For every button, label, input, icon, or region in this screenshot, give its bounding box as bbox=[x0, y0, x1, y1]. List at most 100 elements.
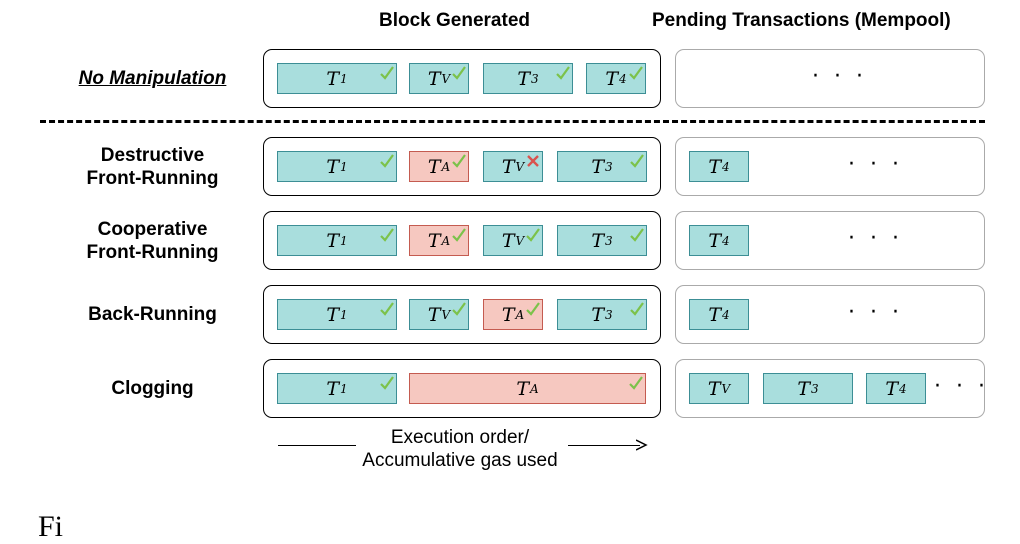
check-icon bbox=[630, 302, 644, 316]
transaction-symbol: T bbox=[501, 303, 515, 326]
scenario-label-text: Clogging bbox=[111, 377, 193, 400]
transaction-symbol: T bbox=[427, 155, 441, 178]
check-icon bbox=[630, 154, 644, 168]
transaction-subscript: V bbox=[515, 233, 525, 248]
scenario-label-line: Cooperative bbox=[97, 218, 208, 240]
check-icon bbox=[629, 376, 643, 390]
check-icon bbox=[526, 228, 540, 242]
transaction-symbol: T bbox=[501, 155, 515, 178]
scenario-label: No Manipulation bbox=[40, 49, 265, 108]
mempool-ellipsis: · · · bbox=[848, 152, 903, 177]
transaction-symbol: T bbox=[427, 303, 441, 326]
transaction-subscript: 4 bbox=[619, 71, 627, 86]
transaction-symbol: T bbox=[885, 377, 899, 400]
check-icon bbox=[380, 228, 394, 242]
mempool-ellipsis: · · · bbox=[848, 226, 903, 251]
check-icon bbox=[380, 376, 394, 390]
transaction-symbol: T bbox=[326, 229, 340, 252]
axis-label-line-2: Accumulative gas used bbox=[362, 450, 558, 471]
axis-label: Execution order/ Accumulative gas used bbox=[330, 426, 590, 472]
transaction-subscript: 1 bbox=[340, 159, 348, 174]
transaction-subscript: 3 bbox=[531, 71, 539, 86]
scenario-label-text: Back-Running bbox=[88, 303, 217, 326]
check-icon bbox=[629, 66, 643, 80]
transaction-symbol: T bbox=[326, 67, 340, 90]
transaction-subscript: A bbox=[441, 233, 451, 248]
transaction-subscript: V bbox=[441, 71, 451, 86]
check-icon bbox=[380, 154, 394, 168]
check-icon bbox=[452, 228, 466, 242]
transaction-symbol: T bbox=[591, 229, 605, 252]
mempool-container bbox=[675, 49, 985, 108]
transaction-subscript: 1 bbox=[340, 307, 348, 322]
transaction-subscript: 3 bbox=[605, 233, 613, 248]
transaction-symbol: T bbox=[605, 67, 619, 90]
transaction-subscript: A bbox=[515, 307, 525, 322]
check-icon bbox=[452, 302, 466, 316]
pending-transactions-header: Pending Transactions (Mempool) bbox=[652, 10, 951, 31]
axis-arrowhead-icon bbox=[636, 439, 648, 451]
transaction-symbol: T bbox=[427, 67, 441, 90]
transaction-symbol: T bbox=[591, 155, 605, 178]
transaction-symbol: T bbox=[427, 229, 441, 252]
block-container bbox=[263, 137, 661, 196]
transaction-subscript: 3 bbox=[605, 159, 613, 174]
check-icon bbox=[630, 228, 644, 242]
cross-icon bbox=[527, 155, 539, 167]
transaction-subscript: A bbox=[441, 159, 451, 174]
mempool-ellipsis: · · · bbox=[934, 374, 989, 399]
transaction-subscript: V bbox=[515, 159, 525, 174]
transaction-symbol: T bbox=[797, 377, 811, 400]
transaction-subscript: 1 bbox=[340, 71, 348, 86]
check-icon bbox=[380, 66, 394, 80]
mempool-ellipsis: · · · bbox=[812, 64, 867, 89]
transaction-subscript: V bbox=[441, 307, 451, 322]
dashed-divider bbox=[40, 120, 985, 123]
transaction-subscript: 1 bbox=[340, 381, 348, 396]
transaction-symbol: T bbox=[708, 303, 722, 326]
transaction-subscript: 3 bbox=[811, 381, 819, 396]
transaction-subscript: V bbox=[721, 381, 731, 396]
transaction-subscript: 4 bbox=[722, 233, 730, 248]
transaction-subscript: 4 bbox=[722, 159, 730, 174]
scenario-label: Back-Running bbox=[40, 285, 265, 344]
figure-caption-fragment: Fi bbox=[38, 510, 64, 543]
block-generated-header: Block Generated bbox=[379, 10, 530, 31]
transaction-subscript: 4 bbox=[722, 307, 730, 322]
axis-line-left bbox=[278, 445, 356, 446]
check-icon bbox=[556, 66, 570, 80]
transaction-symbol: T bbox=[708, 155, 722, 178]
scenario-label-text: No Manipulation bbox=[79, 67, 227, 90]
transaction-symbol: T bbox=[707, 377, 721, 400]
scenario-label-line: Back-Running bbox=[88, 304, 217, 325]
mempool-container bbox=[675, 211, 985, 270]
block-container bbox=[263, 211, 661, 270]
transaction-symbol: T bbox=[501, 229, 515, 252]
axis-line-right bbox=[568, 445, 640, 446]
transaction-subscript: 4 bbox=[899, 381, 907, 396]
check-icon bbox=[452, 66, 466, 80]
transaction-symbol: T bbox=[326, 155, 340, 178]
